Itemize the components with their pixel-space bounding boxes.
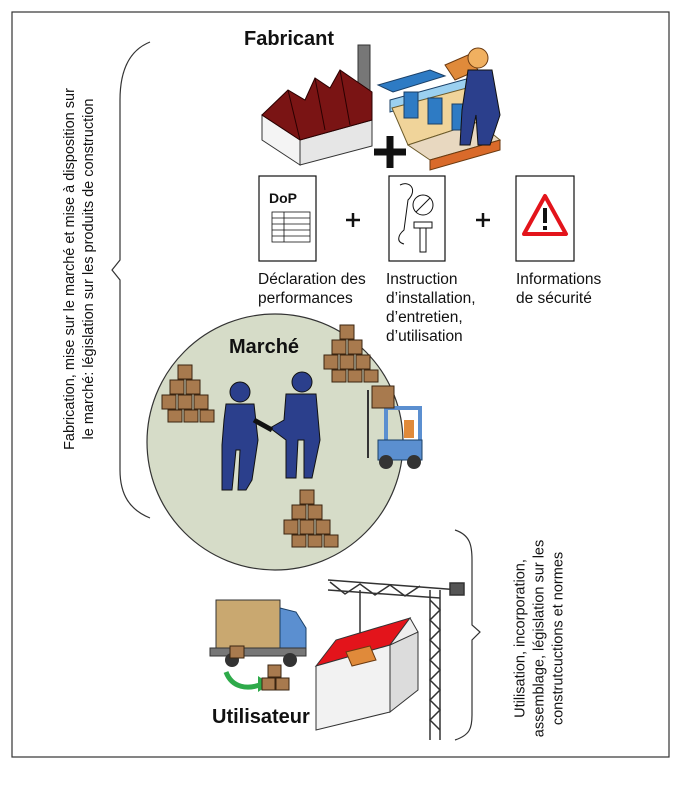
truck-icon [209, 599, 307, 692]
market-title: Marché [229, 336, 300, 358]
wrench-bolt-icon [388, 175, 446, 262]
small-plus-1 [346, 213, 360, 227]
manufacturer-title: Fabricant [244, 28, 335, 50]
conveyor-worker-icon [376, 47, 502, 171]
diagram-canvas [11, 11, 670, 758]
dop-tag: DoP [269, 190, 297, 206]
user-title: Utilisateur [212, 706, 310, 728]
caption-declaration: Déclaration des performances [258, 271, 366, 307]
warning-triangle-icon [515, 175, 575, 262]
box-stack-top [323, 324, 379, 383]
caption-instruction: Instruction d’installation, d’entretien,… [386, 271, 476, 345]
outer-border [11, 11, 670, 758]
forklift-icon [367, 385, 423, 469]
caption-safety: Informations de sécurité [516, 271, 602, 307]
house-icon [314, 617, 419, 731]
big-plus-icon [374, 136, 406, 168]
factory-icon [261, 44, 373, 166]
handshake-people-icon [221, 371, 321, 491]
right-brace [454, 529, 481, 741]
diagram-frame: Fabricant Marché Utilisateur DoP Déclara… [11, 11, 670, 758]
box-stack-truck [261, 664, 290, 691]
right-vertical-label: Utilisation, incorporation, assemblage, … [512, 539, 567, 738]
box-stack-bottom [283, 489, 339, 548]
left-brace [111, 41, 151, 519]
small-plus-2 [476, 213, 490, 227]
left-vertical-label: Fabrication, mise sur le marché et mise … [62, 88, 97, 450]
box-stack-left [161, 364, 215, 423]
crane-icon [327, 579, 465, 740]
document-table-icon [258, 175, 317, 262]
